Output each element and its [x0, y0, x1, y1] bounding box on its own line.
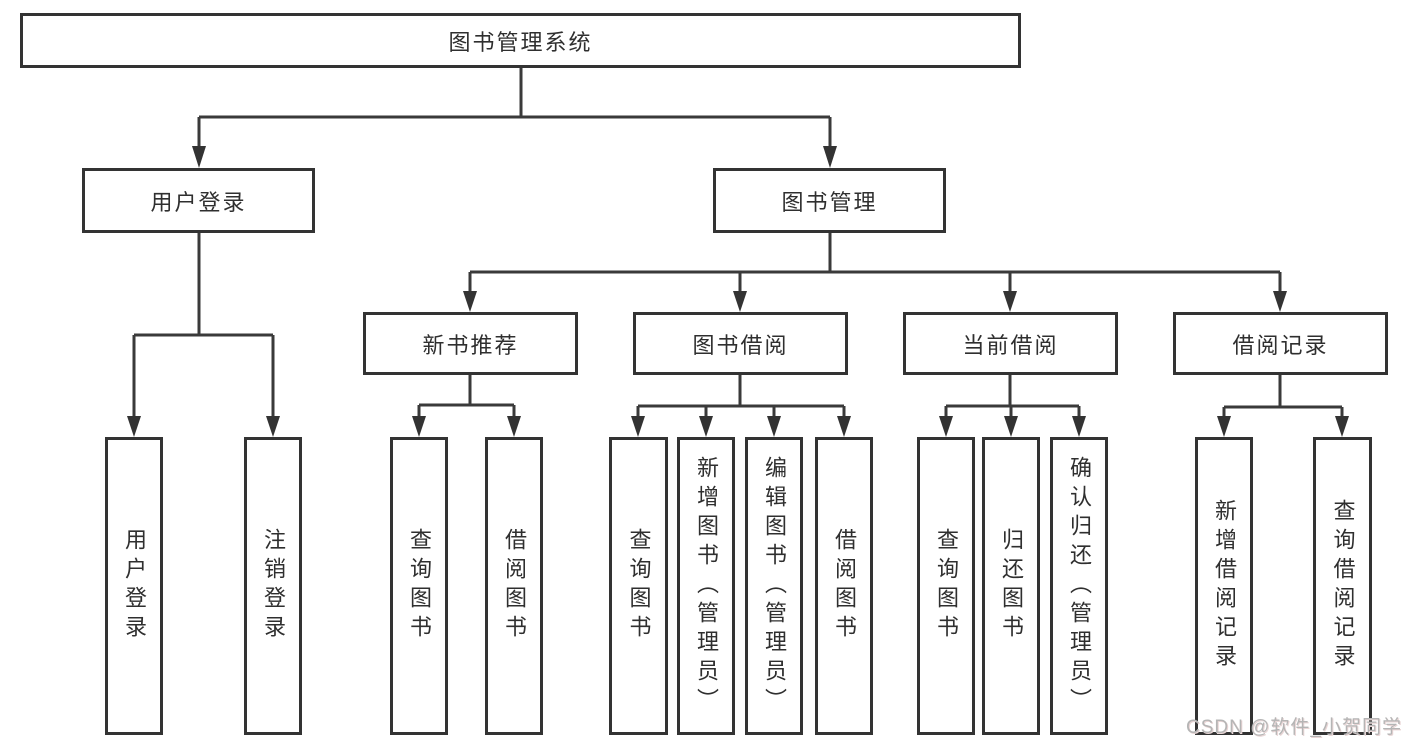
arrowhead-icons [127, 146, 1349, 437]
leaf-return-books: 归还图书 [982, 437, 1040, 735]
node-book-borrow: 图书借阅 [633, 312, 848, 375]
leaf-confirm-return-admin: 确认归还（管理员） [1050, 437, 1108, 735]
csdn-watermark: CSDN @软件_小贺同学 [1186, 717, 1402, 738]
leaf-query-borrow-record: 查询借阅记录 [1313, 437, 1372, 735]
leaf-recommend-query-books: 查询图书 [390, 437, 448, 735]
leaf-recommend-borrow-books: 借阅图书 [485, 437, 543, 735]
node-user-login: 用户登录 [82, 168, 315, 233]
node-book-management: 图书管理 [713, 168, 946, 233]
leaf-edit-books-admin: 编辑图书（管理员） [745, 437, 803, 735]
leaf-current-query-books: 查询图书 [917, 437, 975, 735]
leaf-add-borrow-record: 新增借阅记录 [1195, 437, 1253, 735]
leaf-logout: 注销登录 [244, 437, 302, 735]
leaf-borrow-books: 借阅图书 [815, 437, 873, 735]
leaf-user-login: 用户登录 [105, 437, 163, 735]
node-new-book-recommend: 新书推荐 [363, 312, 578, 375]
node-borrow-records: 借阅记录 [1173, 312, 1388, 375]
leaf-borrow-query-books: 查询图书 [609, 437, 668, 735]
leaf-add-books-admin: 新增图书（管理员） [677, 437, 735, 735]
node-current-borrow: 当前借阅 [903, 312, 1118, 375]
node-root-system: 图书管理系统 [20, 13, 1021, 68]
